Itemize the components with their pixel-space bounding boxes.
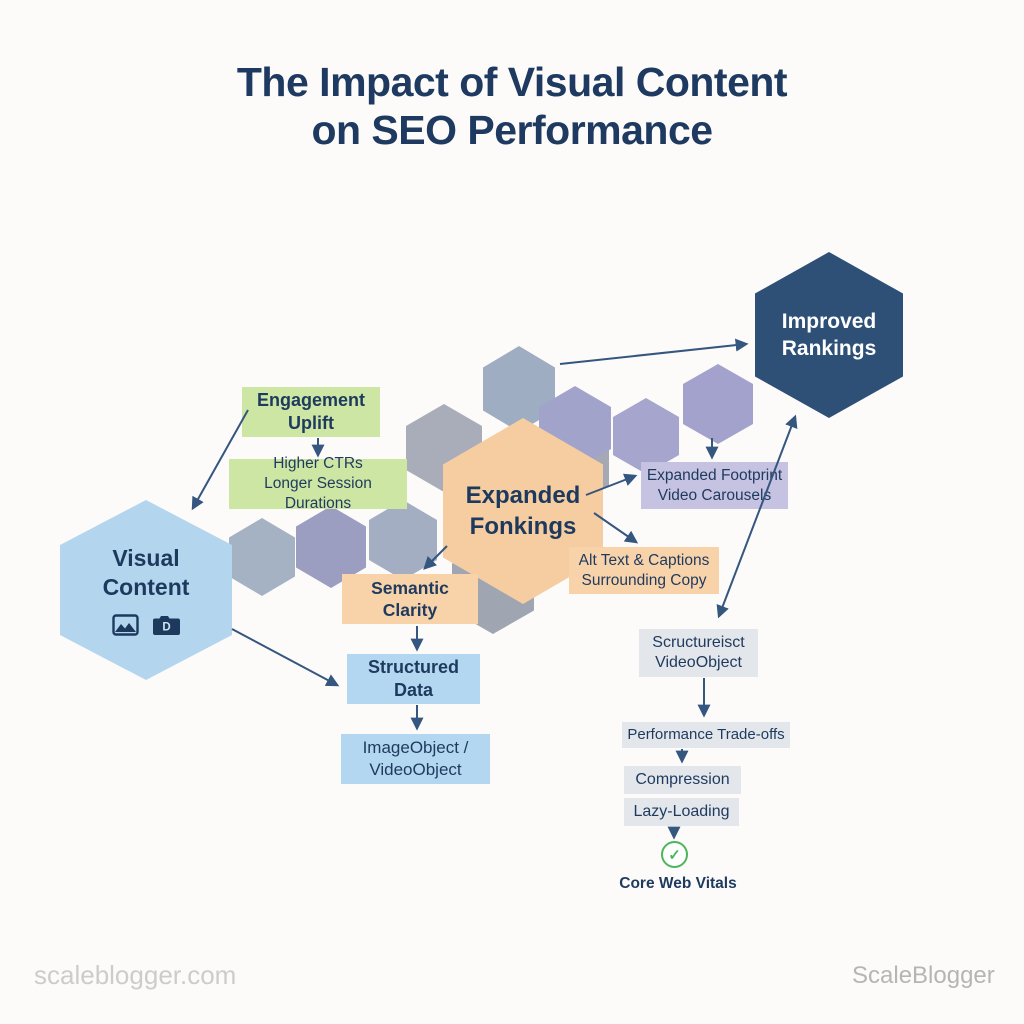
- box-structured-videoobject: Scructureisct VideoObject: [639, 629, 758, 677]
- box-engagement-uplift: Engagement Uplift: [242, 387, 380, 437]
- box-expanded-footprint: Expanded Footprint Video Carousels: [641, 462, 788, 509]
- core-web-vitals-label: Core Web Vitals: [619, 875, 737, 892]
- arrow-hexcluster-to-improved-rankings: [559, 338, 749, 365]
- box-higher-ctrs: Higher CTRs Longer Session Durations: [229, 455, 407, 512]
- hexagon-improved-rankings: Improved Rankings: [755, 252, 903, 418]
- box-semantic-clarity: Semantic Clarity: [342, 574, 478, 624]
- page-title: The Impact of Visual Content on SEO Perf…: [236, 59, 788, 154]
- box-image-video-object: ImageObject / VideoObject: [341, 734, 490, 784]
- image-icon: [111, 614, 139, 636]
- camera-icon: D: [152, 616, 180, 636]
- box-compression: Compression: [624, 766, 741, 794]
- arrow-videoobject-improved-rankings: [716, 414, 798, 619]
- visual-content-icons: D: [111, 613, 181, 636]
- hexagon-visual-content-label: Visual Content: [102, 544, 190, 600]
- background-hexagon: [229, 518, 295, 596]
- box-performance-tradeoffs: Performance Trade-offs: [622, 722, 790, 748]
- check-icon: ✓: [661, 841, 688, 868]
- hexagon-improved-rankings-label: Improved Rankings: [781, 309, 877, 360]
- svg-text:D: D: [162, 622, 170, 634]
- background-hexagon: [683, 364, 753, 444]
- hexagon-expanded-fonkings-label: Expanded Fonkings: [465, 481, 581, 540]
- arrow-visual-content-to-structured-data: [231, 628, 340, 687]
- box-structured-data: Structured Data: [347, 654, 480, 704]
- box-lazy-loading: Lazy-Loading: [624, 798, 739, 826]
- box-alt-text-captions: Alt Text & Captions Surrounding Copy: [569, 547, 719, 594]
- watermark-url: scaleblogger.com: [34, 960, 237, 990]
- hexagon-visual-content: Visual Content D: [60, 500, 232, 680]
- watermark-brand: ScaleBlogger: [852, 962, 995, 989]
